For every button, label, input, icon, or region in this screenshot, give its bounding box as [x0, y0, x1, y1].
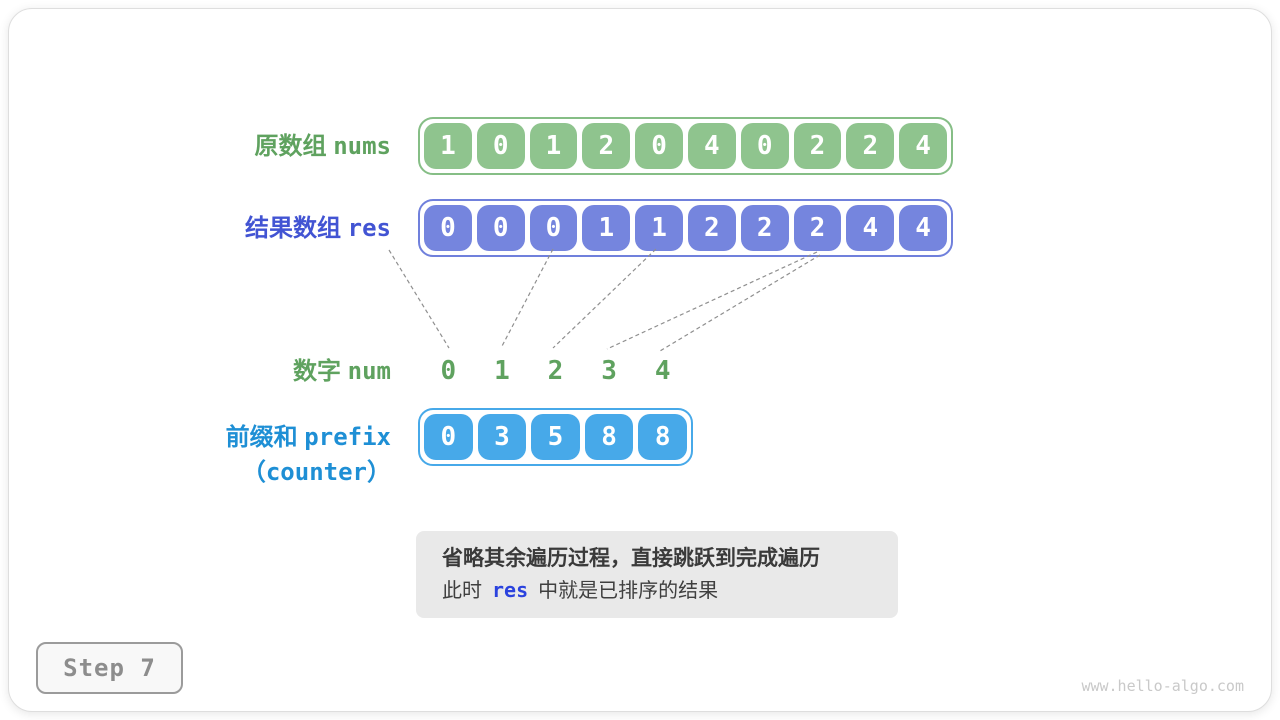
nums-cell: 0	[476, 123, 525, 169]
res-label-zh: 结果数组	[244, 215, 341, 242]
connector-line	[606, 251, 818, 350]
res-cell: 4	[899, 205, 947, 251]
nums-cell: 4	[899, 123, 947, 169]
prefix-label-line2: （counter）	[241, 458, 391, 486]
connector-line	[659, 254, 821, 352]
num-value: 0	[440, 356, 457, 386]
note-line2: 此时 res 中就是已排序的结果	[442, 575, 872, 606]
nums-row-label: 原数组 nums	[9, 131, 391, 162]
prefix-row-label: 前缀和 prefix （counter）	[9, 420, 391, 489]
res-cell: 0	[529, 205, 578, 251]
num-row-label: 数字 num	[9, 356, 391, 387]
watermark: www.hello-algo.com	[1081, 677, 1244, 695]
note-line2-code: res	[492, 578, 529, 602]
res-row-label: 结果数组 res	[9, 213, 391, 244]
prefix-cell: 0	[424, 414, 473, 460]
num-value: 1	[494, 356, 510, 386]
num-value: 3	[601, 356, 617, 386]
num-label-code: num	[347, 357, 391, 385]
note-box: 省略其余遍历过程，直接跳跃到完成遍历 此时 res 中就是已排序的结果	[416, 531, 898, 618]
connector-line	[500, 248, 554, 349]
res-cell: 2	[793, 205, 842, 251]
res-cell: 2	[740, 205, 789, 251]
nums-label-zh: 原数组	[254, 133, 327, 160]
nums-label-code: nums	[333, 132, 391, 160]
nums-cell: 2	[582, 123, 631, 169]
num-value: 4	[654, 356, 671, 386]
nums-cell: 0	[635, 123, 683, 169]
res-cell: 1	[635, 205, 683, 251]
connector-line	[388, 249, 450, 349]
connector-line	[552, 248, 657, 349]
nums-cell: 4	[687, 123, 736, 169]
nums-cell: 1	[424, 123, 472, 169]
nums-cell: 0	[740, 123, 789, 169]
num-label-zh: 数字	[292, 358, 341, 385]
prefix-label-code: prefix	[304, 423, 391, 451]
res-cell: 1	[582, 205, 631, 251]
nums-cell: 2	[793, 123, 842, 169]
note-line2-after: 中就是已排序的结果	[538, 580, 719, 602]
prefix-cell: 3	[477, 414, 527, 460]
prefix-label-zh: 前缀和	[225, 424, 298, 451]
num-value: 2	[547, 356, 564, 386]
prefix-cell: 5	[531, 414, 580, 460]
res-label-code: res	[347, 214, 391, 242]
nums-cell: 1	[529, 123, 578, 169]
res-cell: 0	[424, 205, 472, 251]
res-cell: 4	[846, 205, 895, 251]
nums-cell: 2	[846, 123, 895, 169]
num-values-row: 0 1 2 3 4	[424, 355, 687, 387]
res-cell: 0	[476, 205, 525, 251]
prefix-cell: 8	[584, 414, 634, 460]
note-line2-before: 此时	[442, 580, 482, 602]
res-cell: 2	[687, 205, 736, 251]
prefix-cell: 8	[638, 414, 687, 460]
note-line1: 省略其余遍历过程，直接跳跃到完成遍历	[442, 547, 820, 570]
prefix-label-line1: 前缀和 prefix	[9, 420, 391, 455]
step-badge: Step 7	[36, 642, 183, 694]
